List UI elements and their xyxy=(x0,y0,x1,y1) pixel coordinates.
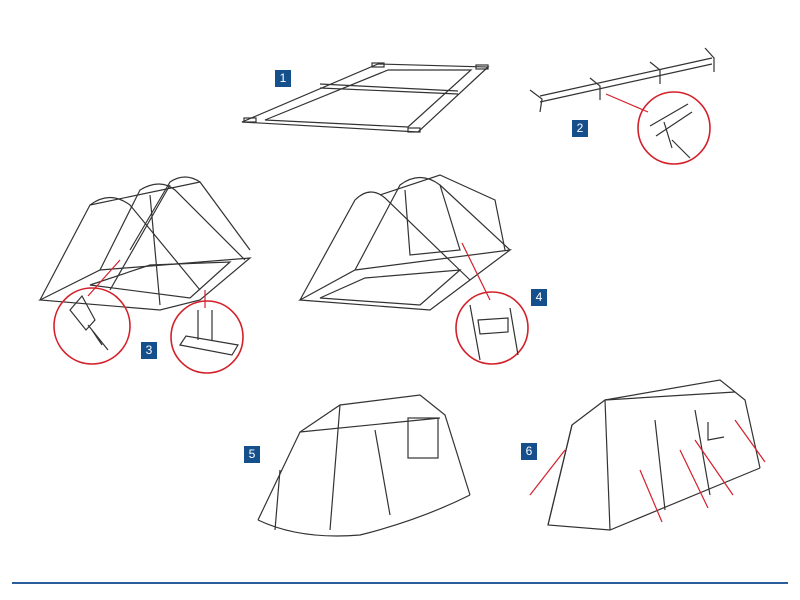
step-label-4: 4 xyxy=(531,289,547,306)
step-label-6: 6 xyxy=(521,443,537,460)
step3-frame-arches xyxy=(37,176,252,374)
step1-floor-frame xyxy=(241,62,490,133)
bottom-divider xyxy=(12,582,788,584)
step2-ridge-pole xyxy=(529,47,715,165)
step5-cover-placement xyxy=(257,394,471,537)
step-label-5: 5 xyxy=(244,446,260,463)
step-label-2: 2 xyxy=(572,120,588,137)
step4-frame-inner-tent xyxy=(297,174,529,365)
step6-finished-tent xyxy=(529,379,766,531)
step-label-1: 1 xyxy=(275,70,291,87)
step-label-3: 3 xyxy=(141,342,157,359)
